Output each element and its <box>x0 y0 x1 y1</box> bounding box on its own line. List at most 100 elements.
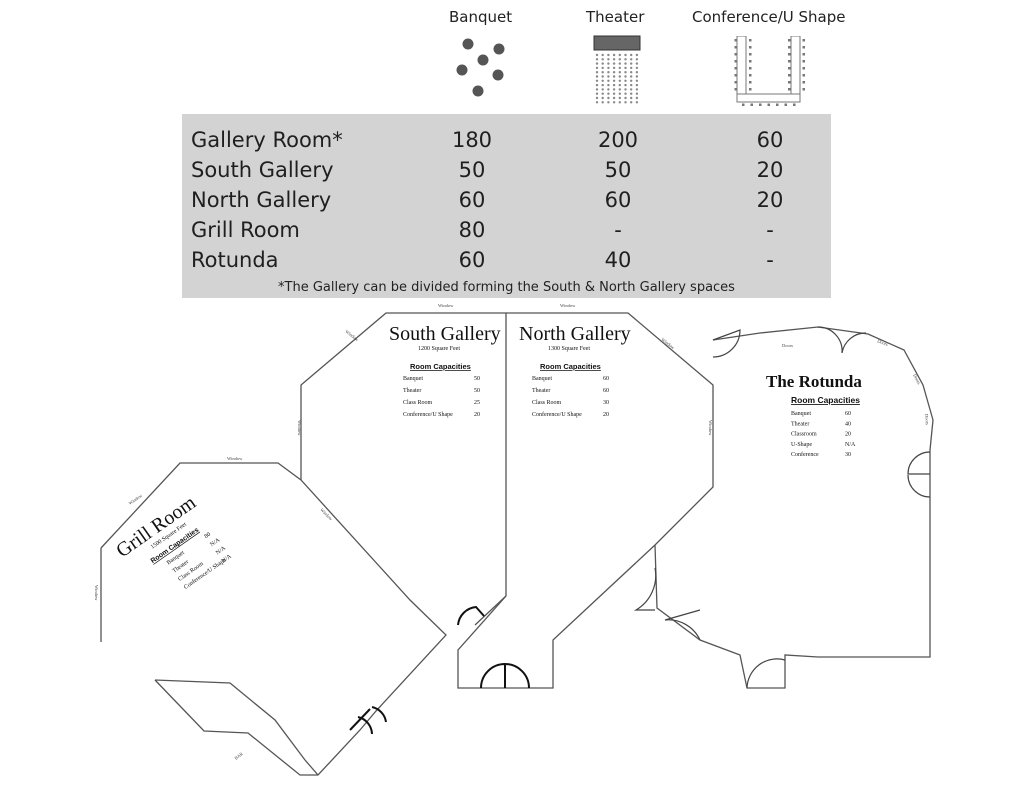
rotunda-capacity-value: 20 <box>845 432 851 438</box>
table-row: Grill Room 80 - - <box>182 218 831 248</box>
south-gallery-capacity-value: 25 <box>474 400 480 406</box>
doors-label: Doors <box>912 373 922 385</box>
grill-room-capacity-value: N/A <box>215 545 227 556</box>
north-gallery-capacity-label: Class Room <box>532 400 562 406</box>
header-banquet: Banquet <box>449 8 513 26</box>
banquet-value: 180 <box>451 128 493 152</box>
rotunda-capacity-label: U-Shape <box>791 442 812 448</box>
rotunda-side-door <box>907 451 931 498</box>
theater-value: 50 <box>604 158 632 182</box>
south-gallery-capacity-label: Conference/U Shape <box>403 411 453 418</box>
conference-value: 20 <box>756 158 784 182</box>
grill-room-door <box>349 706 387 735</box>
header-conference: Conference/U Shape <box>692 8 846 26</box>
rotunda-capacity-label: Conference <box>791 451 819 458</box>
rotunda-lower-door <box>664 609 701 641</box>
banquet-value: 60 <box>458 248 486 272</box>
room-name: North Gallery <box>191 188 332 212</box>
south-gallery-capacity-value: 50 <box>474 388 480 394</box>
theater-value: 60 <box>604 188 632 212</box>
rotunda-entry-door <box>746 658 786 689</box>
north-gallery-capacity-label: Theater <box>532 388 550 394</box>
south-gallery-capacity-label: Banquet <box>403 376 423 382</box>
room-name: Grill Room <box>191 218 300 242</box>
south-gallery-capacity-value: 20 <box>474 412 480 418</box>
north-gallery-capacity-value: 20 <box>603 412 609 418</box>
doors-label: Doors <box>782 343 793 348</box>
u-shape-tables-icon <box>734 36 805 106</box>
conference-value: 60 <box>756 128 784 152</box>
north-gallery-walls <box>457 312 714 689</box>
window-label: Window <box>94 585 99 601</box>
south-gallery-capacity-value: 50 <box>474 376 480 382</box>
rotunda-title: The Rotunda <box>766 372 862 391</box>
banquet-value: 50 <box>458 158 486 182</box>
rotunda-caps-heading: Room Capacities <box>791 395 860 405</box>
north-gallery-capacity-label: Conference/U Shape <box>532 411 582 418</box>
north-gallery-capacity-value: 30 <box>603 400 609 406</box>
grill-room-capacity-value: N/A <box>221 553 233 564</box>
window-label: Window <box>227 456 243 461</box>
south-gallery-walls <box>300 312 507 626</box>
window-label: Window <box>660 337 676 351</box>
table-row: Rotunda 60 40 - <box>182 248 831 278</box>
gallery-main-double-door <box>480 662 530 689</box>
rotunda-capacity-value: 40 <box>845 421 851 427</box>
window-label: Window <box>297 420 302 436</box>
doors-label: Doors <box>877 338 889 347</box>
north-gallery-area: 1300 Square Feet <box>548 346 590 352</box>
grill-room-capacity-value: 80 <box>204 532 212 540</box>
north-gallery-caps-heading: Room Capacities <box>540 362 601 371</box>
room-name: Rotunda <box>191 248 279 272</box>
conference-value: 20 <box>756 188 784 212</box>
conference-value: - <box>766 218 774 242</box>
rotunda-capacity-value: 60 <box>845 411 851 417</box>
window-label: Window <box>708 420 713 436</box>
rotunda-capacity-value: 30 <box>845 452 851 458</box>
rotunda-capacity-label: Theater <box>791 421 809 427</box>
conference-value: - <box>766 248 774 272</box>
banquet-round-tables-icon <box>456 38 505 97</box>
window-label: Window <box>344 329 360 343</box>
rotunda-door <box>712 329 741 358</box>
grill-room-walls <box>100 462 447 776</box>
rotunda-capacity-label: Classroom <box>791 432 817 438</box>
footnote: *The Gallery can be divided forming the … <box>278 280 735 295</box>
header-theater: Theater <box>586 8 645 26</box>
bar-label: BAR <box>234 751 244 761</box>
grill-room-capacity-value: N/A <box>209 537 221 548</box>
theater-value: 200 <box>597 128 639 152</box>
south-gallery-area: 1200 Square Feet <box>418 346 460 352</box>
theater-value: 40 <box>604 248 632 272</box>
north-gallery-title: North Gallery <box>519 323 631 345</box>
theater-value: - <box>614 218 622 242</box>
window-label: Window <box>438 303 454 308</box>
south-gallery-capacity-label: Class Room <box>403 400 433 406</box>
table-row: North Gallery 60 60 20 <box>182 188 831 218</box>
south-gallery-door <box>457 605 485 626</box>
north-gallery-capacity-value: 60 <box>603 376 609 382</box>
banquet-value: 60 <box>458 188 486 212</box>
north-gallery-door <box>633 567 657 611</box>
south-gallery-capacity-label: Theater <box>403 388 421 394</box>
banquet-value: 80 <box>458 218 486 242</box>
rotunda-walls <box>654 326 934 689</box>
north-gallery-capacity-label: Banquet <box>532 376 552 382</box>
rotunda-capacity-value: N/A <box>845 442 856 448</box>
room-name: South Gallery <box>191 158 334 182</box>
table-row: Gallery Room* 180 200 60 <box>182 128 831 158</box>
south-gallery-caps-heading: Room Capacities <box>410 362 471 371</box>
doors-label: Doors <box>924 414 930 426</box>
rotunda-double-door <box>817 326 867 354</box>
table-row: South Gallery 50 50 20 <box>182 158 831 188</box>
theater-rows-icon <box>593 35 641 104</box>
south-gallery-title: South Gallery <box>389 323 501 345</box>
rotunda-capacity-label: Banquet <box>791 411 811 417</box>
north-gallery-capacity-value: 60 <box>603 388 609 394</box>
window-label: Window <box>560 303 576 308</box>
grill-room-label-group: Grill Room 1500 Square Feet Room Capacit… <box>112 491 233 591</box>
capacity-table: Gallery Room* 180 200 60 South Gallery 5… <box>182 114 831 298</box>
room-name: Gallery Room* <box>191 128 343 152</box>
